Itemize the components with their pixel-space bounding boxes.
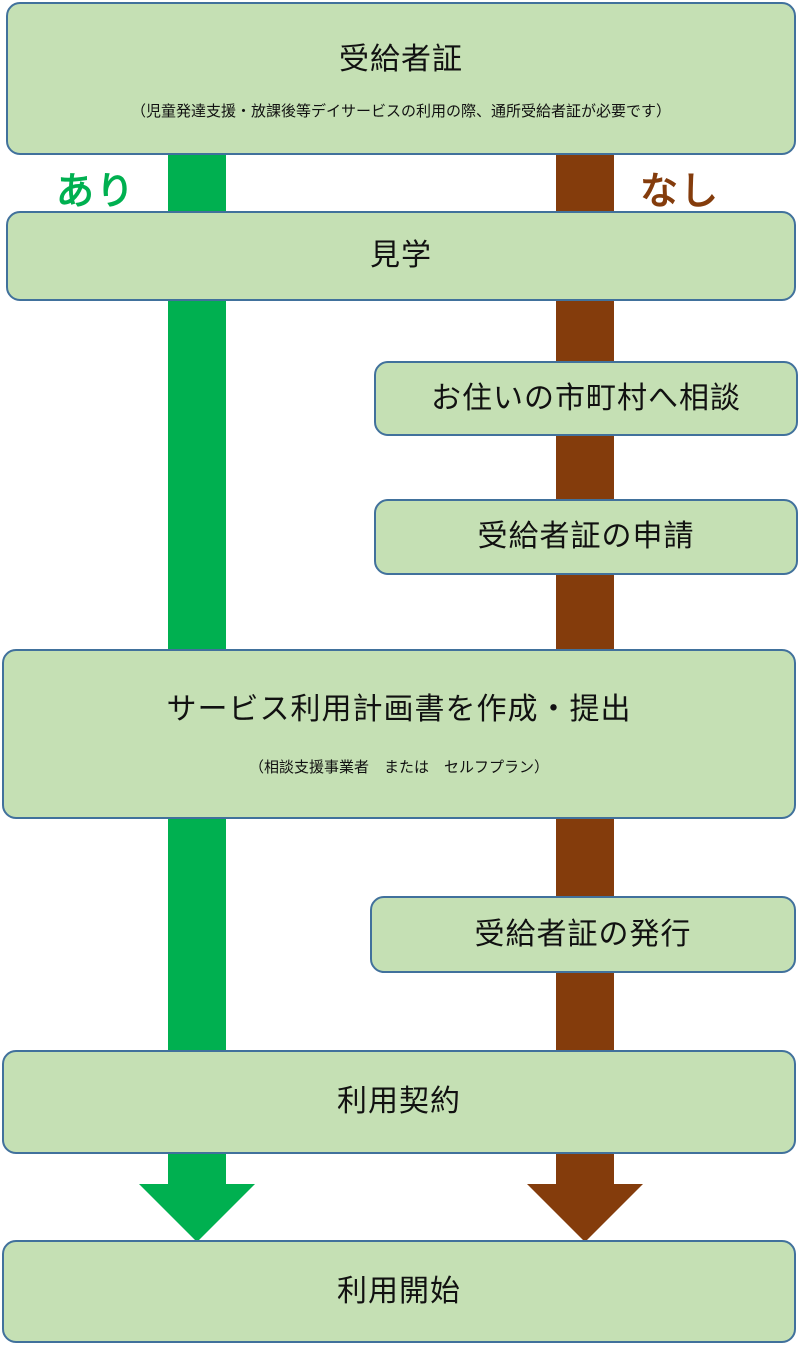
step-plan-note: （相談支援事業者 または セルフプラン） bbox=[248, 758, 549, 776]
step-consult: お住いの市町村へ相談 bbox=[374, 361, 798, 436]
step-certificate-note: （児童発達支援・放課後等デイサービスの利用の際、通所受給者証が必要です） bbox=[130, 101, 671, 120]
step-contract: 利用契約 bbox=[2, 1050, 796, 1154]
step-contract-title: 利用契約 bbox=[337, 1084, 461, 1119]
step-visit-title: 見学 bbox=[370, 238, 432, 273]
step-plan: サービス利用計画書を作成・提出 （相談支援事業者 または セルフプラン） bbox=[2, 649, 796, 819]
step-certificate: 受給者証 （児童発達支援・放課後等デイサービスの利用の際、通所受給者証が必要です… bbox=[6, 2, 796, 155]
step-plan-title: サービス利用計画書を作成・提出 bbox=[166, 692, 632, 727]
yes-path-arrow-icon bbox=[139, 1184, 255, 1242]
step-start-title: 利用開始 bbox=[337, 1273, 461, 1309]
step-consult-title: お住いの市町村へ相談 bbox=[431, 380, 741, 416]
step-start: 利用開始 bbox=[2, 1240, 796, 1343]
step-apply-title: 受給者証の申請 bbox=[477, 519, 695, 554]
step-issue: 受給者証の発行 bbox=[370, 896, 796, 973]
branch-label-yes: あり bbox=[56, 169, 137, 213]
step-issue-title: 受給者証の発行 bbox=[474, 916, 692, 952]
no-path-arrow-icon bbox=[527, 1184, 643, 1242]
step-apply: 受給者証の申請 bbox=[374, 499, 798, 575]
step-certificate-title: 受給者証 bbox=[339, 41, 463, 77]
step-visit: 見学 bbox=[6, 211, 796, 301]
branch-label-no: なし bbox=[640, 169, 721, 213]
